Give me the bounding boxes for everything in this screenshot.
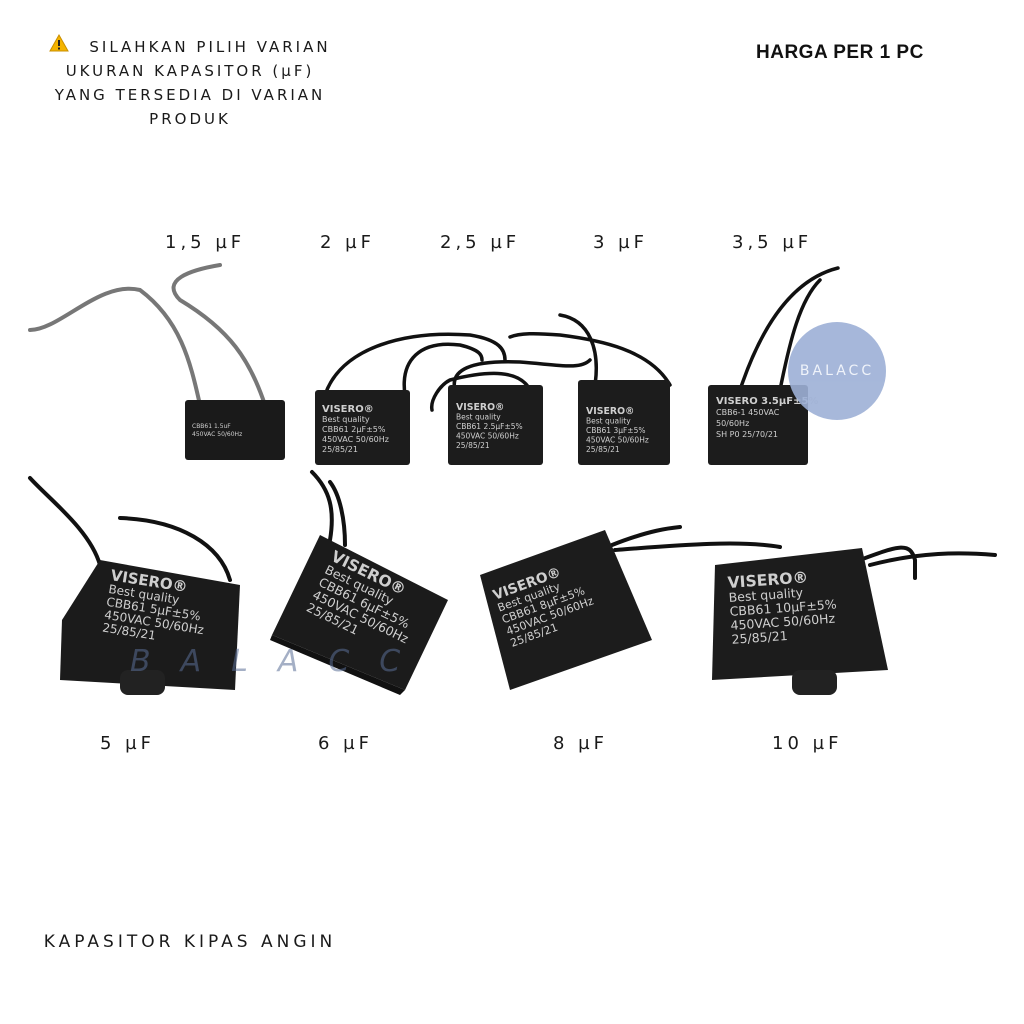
size-label-8uf: 8 µF xyxy=(553,733,608,754)
warning-icon xyxy=(49,33,70,59)
capacitor-print-line: 25/85/21 xyxy=(586,445,620,454)
capacitor-2uf xyxy=(315,390,410,465)
capacitor-print-line: 450VAC 50/60Hz xyxy=(730,611,836,633)
brand-watermark: BALACC xyxy=(130,644,431,679)
size-label-3-5uf: 3,5 µF xyxy=(732,232,813,253)
size-label-1-5uf: 1,5 µF xyxy=(165,232,246,253)
capacitor-print-line: 25/85/21 xyxy=(322,445,358,454)
capacitor-print-line: VISERO® xyxy=(586,406,634,417)
size-label-2-5uf: 2,5 µF xyxy=(440,232,521,253)
capacitor-print-line: 450VAC 50/60Hz xyxy=(192,431,242,438)
price-note: HARGA PER 1 PC xyxy=(756,42,924,63)
capacitor-print-line: VISERO® xyxy=(456,402,504,413)
capacitor-print-line: CBB61 10µF±5% xyxy=(729,596,837,618)
capacitor-print-line: 450VAC 50/60Hz xyxy=(456,432,519,441)
capacitor-3uf xyxy=(578,380,670,465)
capacitor-print-line: SH P0 25/70/21 xyxy=(716,430,778,439)
size-label-2uf: 2 µF xyxy=(320,232,375,253)
capacitor-print-line: 450VAC 50/60Hz xyxy=(322,435,389,444)
capacitor-print-line: CBB61 3µF±5% xyxy=(586,426,646,435)
notice-text: SILAHKAN PILIH VARIAN UKURAN KAPASITOR (… xyxy=(54,38,331,128)
variant-notice: SILAHKAN PILIH VARIAN UKURAN KAPASITOR (… xyxy=(40,33,340,131)
capacitor-print-line: Best quality xyxy=(586,417,631,426)
capacitor-6uf xyxy=(270,535,448,695)
capacitor-print-line: CBB61 2µF±5% xyxy=(322,425,386,434)
capacitor-print-line: VISERO® xyxy=(322,404,374,415)
capacitor-print-line: CBB6-1 450VAC xyxy=(716,408,780,417)
capacitor-print-line: CBB61 1.5uF xyxy=(192,423,231,430)
capacitor-print-line: CBB61 2.5µF±5% xyxy=(456,422,523,431)
product-title: KAPASITOR KIPAS ANGIN xyxy=(43,932,337,952)
capacitor-print-line: 450VAC 50/60Hz xyxy=(586,436,649,445)
capacitor-3-5uf xyxy=(708,385,808,465)
capacitor-5uf xyxy=(60,560,240,695)
capacitor-8uf xyxy=(480,530,652,690)
capacitor-print-line: VISERO® xyxy=(727,568,809,592)
size-label-5uf: 5 µF xyxy=(100,733,155,754)
size-label-3uf: 3 µF xyxy=(593,232,648,253)
capacitor-2-5uf xyxy=(448,385,543,465)
capacitor-print-4: VISERO 3.5µF±5%CBB6-1 450VAC 50/60Hz SH P0… xyxy=(716,396,818,439)
capacitor-print-line: 25/85/21 xyxy=(731,628,788,647)
capacitor-print-line: Best quality xyxy=(456,413,501,422)
capacitor-print-line: VISERO 3.5µF±5% xyxy=(716,396,818,407)
brand-badge: BALACC xyxy=(788,322,886,420)
size-label-10uf: 10 µF xyxy=(772,733,843,754)
capacitor-print-line: 25/85/21 xyxy=(456,441,490,450)
capacitor-10uf xyxy=(712,548,888,695)
size-label-6uf: 6 µF xyxy=(318,733,373,754)
capacitor-print-line: Best quality xyxy=(728,585,804,605)
capacitor-print-line: Best quality xyxy=(322,415,370,424)
capacitor-print-line: 50/60Hz xyxy=(716,419,749,428)
capacitor-1-5uf xyxy=(185,400,285,460)
